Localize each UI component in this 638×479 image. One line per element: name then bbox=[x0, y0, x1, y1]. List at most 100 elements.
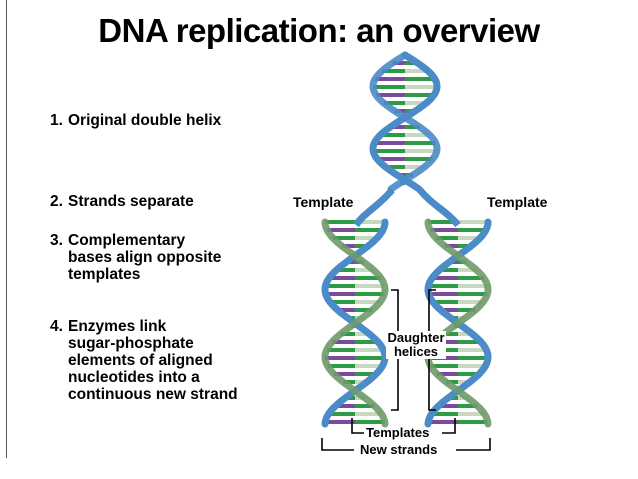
left-border-line bbox=[6, 0, 7, 458]
base-pair bbox=[326, 348, 355, 352]
base-pair bbox=[428, 220, 458, 224]
base-pair bbox=[376, 93, 405, 97]
step-number: 1. bbox=[50, 112, 63, 129]
base-pair bbox=[382, 69, 405, 73]
step-text: Enzymes link bbox=[68, 318, 167, 335]
step-text: Strands separate bbox=[68, 193, 194, 210]
base-pair bbox=[325, 292, 355, 296]
base-pair bbox=[343, 380, 355, 384]
base-pair bbox=[327, 364, 355, 368]
base-pair bbox=[458, 372, 480, 376]
base-pair bbox=[355, 292, 385, 296]
base-pair bbox=[446, 380, 458, 384]
base-pair bbox=[380, 133, 405, 137]
base-pair bbox=[458, 404, 478, 408]
base-pair bbox=[458, 420, 488, 424]
templates-bracket-left bbox=[351, 418, 364, 434]
step-text: sugar-phosphate bbox=[68, 335, 194, 352]
base-pair bbox=[375, 77, 405, 81]
base-pair bbox=[355, 284, 385, 288]
base-pair bbox=[355, 332, 370, 336]
base-pair bbox=[325, 420, 355, 424]
new-strands-label: New strands bbox=[360, 442, 438, 457]
daughter-helix-right-strand-b bbox=[424, 218, 492, 428]
original-helix-strand-a bbox=[369, 51, 441, 193]
base-pair bbox=[355, 340, 378, 344]
base-pair bbox=[355, 236, 378, 240]
templates-bracket-right bbox=[442, 418, 456, 434]
base-pair bbox=[355, 372, 377, 376]
template-label-right: Template bbox=[487, 194, 548, 210]
base-pair bbox=[428, 284, 458, 288]
base-pair bbox=[385, 165, 405, 169]
base-pair bbox=[355, 420, 385, 424]
base-pair bbox=[440, 308, 458, 312]
base-pair bbox=[405, 141, 436, 145]
new-strands-bracket-left bbox=[321, 438, 354, 451]
base-pair bbox=[405, 165, 425, 169]
base-pair bbox=[355, 404, 375, 408]
base-pair bbox=[374, 141, 405, 145]
base-pair bbox=[333, 372, 355, 376]
step-text: templates bbox=[68, 266, 141, 283]
base-pair bbox=[377, 157, 405, 161]
daughter-helix-left-strand-b bbox=[321, 218, 389, 428]
step-text: bases align opposite bbox=[68, 249, 222, 266]
base-pair bbox=[373, 149, 405, 153]
base-pair bbox=[373, 85, 405, 89]
base-pair bbox=[337, 308, 355, 312]
base-pair bbox=[327, 228, 355, 232]
separating-strand-right bbox=[417, 187, 461, 228]
base-pair bbox=[329, 276, 355, 280]
base-pair bbox=[458, 356, 488, 360]
base-pair bbox=[436, 372, 458, 376]
base-pair bbox=[458, 308, 476, 312]
base-pair bbox=[405, 69, 428, 73]
step-1: 1.Original double helix bbox=[50, 112, 221, 129]
step-2: 2.Strands separate bbox=[50, 193, 194, 210]
base-pair bbox=[458, 412, 485, 416]
base-pair bbox=[428, 420, 458, 424]
base-pair bbox=[438, 404, 458, 408]
new-strands-bracket-right bbox=[456, 438, 491, 451]
base-pair bbox=[341, 244, 355, 248]
base-pair bbox=[328, 412, 355, 416]
base-pair bbox=[458, 300, 484, 304]
slide-title: DNA replication: an overview bbox=[98, 12, 540, 49]
step-text: continuous new strand bbox=[68, 386, 238, 403]
base-pair bbox=[458, 236, 481, 240]
step-3: 3.Complementary bases align opposite tem… bbox=[50, 232, 221, 283]
step-text: Complementary bbox=[68, 232, 186, 249]
template-label-left: Template bbox=[293, 194, 354, 210]
base-pair bbox=[405, 93, 434, 97]
base-pair bbox=[458, 244, 472, 248]
base-pair bbox=[458, 220, 488, 224]
base-pair bbox=[458, 276, 484, 280]
base-pair bbox=[390, 125, 405, 129]
base-pair bbox=[355, 220, 385, 224]
base-pair bbox=[435, 236, 458, 240]
separating-strand-left bbox=[353, 187, 395, 228]
base-pair bbox=[355, 364, 383, 368]
base-pair bbox=[355, 228, 383, 232]
base-pair bbox=[428, 292, 458, 296]
base-pair bbox=[458, 332, 473, 336]
step-number: 4. bbox=[50, 318, 63, 335]
base-pair bbox=[405, 101, 427, 105]
base-pair bbox=[332, 340, 355, 344]
daughter-label-line2: helices bbox=[393, 344, 439, 359]
base-pair bbox=[340, 332, 355, 336]
daughter-label-line1: Daughter bbox=[387, 330, 445, 345]
base-pair bbox=[458, 268, 477, 272]
base-pair bbox=[430, 228, 458, 232]
base-pair bbox=[355, 412, 382, 416]
base-pair bbox=[405, 77, 435, 81]
original-helix-strand-b bbox=[369, 51, 441, 193]
base-pair bbox=[355, 356, 385, 360]
base-pair bbox=[432, 276, 458, 280]
base-pair bbox=[383, 101, 405, 105]
helix-strands bbox=[321, 51, 492, 428]
base-pair bbox=[444, 244, 458, 248]
